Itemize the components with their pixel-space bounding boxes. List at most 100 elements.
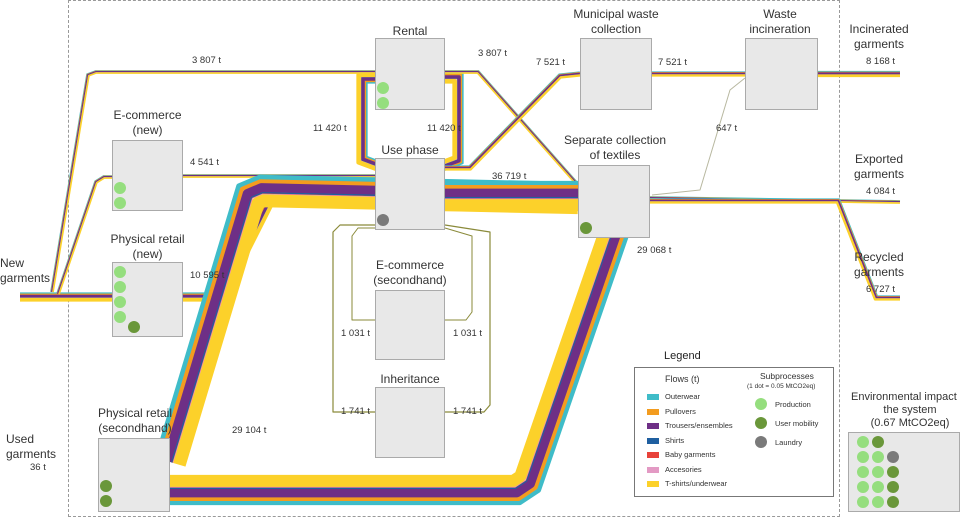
node-inheritance[interactable] [375,387,445,458]
legend-subprocess-label: Laundry [775,438,803,447]
legend-swatch [647,394,659,400]
flow-label: 29 104 t [232,425,267,436]
flow-rental-to-separate [445,70,580,187]
user-mobility-dot [872,436,884,448]
node-municipal-waste[interactable] [580,38,652,110]
production-dot [114,296,126,308]
flow-inheritance-in [332,224,375,413]
flow-municipal-to-incineration [652,71,745,77]
legend-subprocess-label: Production [775,400,811,409]
flow-band-shirts [170,229,615,489]
user-mobility-dot [128,321,140,333]
exported-value: 4 084 t [866,186,896,197]
flow-label: 4 541 t [190,157,220,168]
production-dot [114,281,126,293]
flow-label: 29 068 t [637,245,672,256]
legend-flow-label: Outerwear [665,392,701,401]
label-used-garments: Used garments [6,432,57,461]
flow-band-pullovers [445,72,580,167]
flow-new-to-physical-retail [20,292,112,302]
legend-swatch [647,437,659,444]
flow-label: 36 719 t [492,171,527,182]
impact-title: Environmental impact of the system (0.67… [851,391,960,429]
flow-separate-to-secondhand [170,225,630,506]
flow-band-trousers-ensembles [445,72,581,169]
flow-label: 11 420 t [313,123,347,134]
production-dot [872,481,884,493]
legend-subprocess-label: User mobility [775,419,819,428]
flow-band-trousers-ensembles [441,75,461,169]
flow-rental-use-left [356,72,380,172]
flow-band-shirts [360,76,378,167]
title-physical-retail-secondhand: Physical retail (secondhand) [97,406,173,435]
flow-label: 1 741 t [341,406,371,417]
title-waste-incineration: Waste incineration [749,7,811,36]
production-dot [114,182,126,194]
legend-flow-label: Accesories [665,464,702,474]
flow-band-outerwear [170,233,630,506]
legend-swatch [647,481,659,487]
flow-label: 1 741 t [453,406,483,417]
flow-inheritance-out [444,224,491,413]
flow-band-pullovers [56,175,112,294]
production-dot [857,496,869,508]
flow-band-pullovers [650,199,900,297]
title-use-phase: Use phase [381,143,439,157]
production-dot [114,197,126,209]
flow-use-to-municipal [445,71,581,171]
flow-band-outerwear [56,175,112,294]
legend-title: Legend [664,350,701,362]
legend-swatch [647,423,659,429]
user-mobility-dot [887,466,899,478]
flow-band-t-shirts-underwear [650,201,900,301]
user-mobility-dot [580,222,592,234]
flow-band-trousers-ensembles [170,229,622,498]
flow-label: 7 521 t [536,57,566,68]
user-mobility-dot [887,496,899,508]
title-inheritance: Inheritance [380,372,440,386]
user-mobility-dot [100,495,112,507]
title-physical-retail-new: Physical retail (new) [110,232,185,261]
legend-dot [755,398,767,410]
incinerated-value: 8 168 t [866,56,896,67]
flow-band-pullovers [445,70,580,185]
flow-ecommerce-secondhand-out [444,227,473,321]
flow-band-t-shirts-underwear [58,177,112,295]
production-dot [114,311,126,323]
production-dot [114,266,126,278]
production-dot [377,82,389,94]
node-waste-incineration[interactable] [745,38,818,110]
label-incinerated: Incinerated garments [849,22,909,51]
laundry-dot [887,451,899,463]
legend-flow-label: Pullovers [665,406,696,416]
legend-swatch [647,466,659,473]
recycled-value: 6 727 t [866,284,896,295]
legend-flow-label: Trousers/ensembles [665,421,733,430]
flow-label: 10 595 t [190,270,225,281]
node-ecommerce-secondhand[interactable] [375,290,445,360]
legend-subprocesses-title: Subprocesses [760,371,814,381]
flow-incineration-to-incinerated [818,70,900,78]
title-ecommerce-secondhand: E-commerce (secondhand) [373,258,447,287]
production-dot [872,451,884,463]
flow-use-to-separate [445,180,578,212]
legend-flow-label: T-shirts/underwear [665,479,728,488]
used-garments-value: 36 t [30,462,46,473]
legend-swatch [647,452,659,458]
production-dot [857,466,869,478]
flow-separate-to-incineration [651,77,746,196]
flow-band-t-shirts-underwear [445,74,581,171]
legend-swatch [647,408,659,415]
title-separate-collection: Separate collection of textiles [563,133,667,162]
flow-new-to-rental [50,70,375,293]
flow-band-pullovers [50,70,375,292]
production-dot [872,466,884,478]
flow-band-trousers-ensembles [51,71,375,293]
title-ecommerce-new: E-commerce (new) [113,108,182,137]
flow-ecommerce-secondhand-in [351,227,375,321]
production-dot [857,481,869,493]
flow-band-t-shirts-underwear [440,79,457,166]
legend-dot [755,436,767,448]
production-dot [857,436,869,448]
legend-flow-label: Baby garments [665,450,716,459]
